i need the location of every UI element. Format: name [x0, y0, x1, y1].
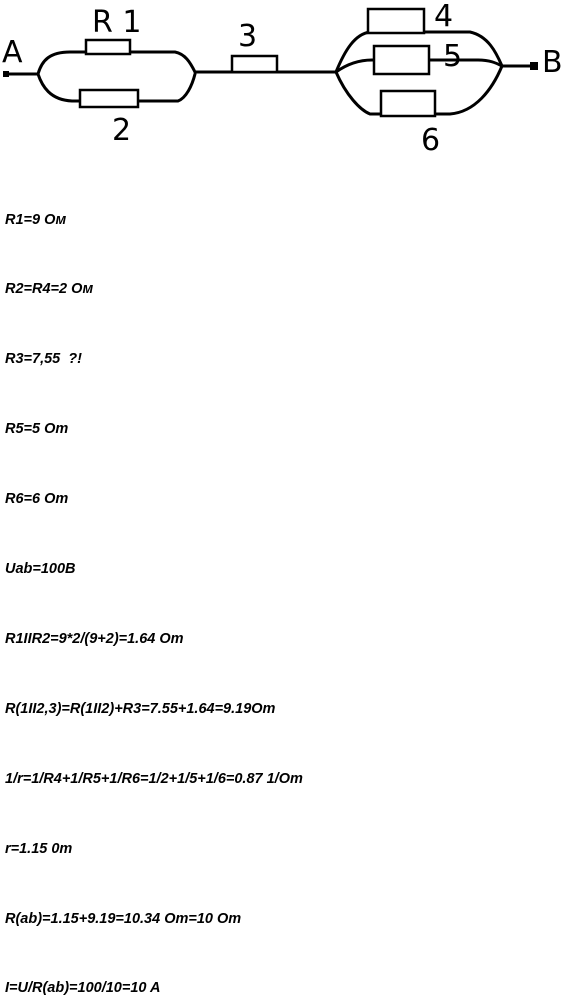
calc-line: R1=9 Ом — [5, 211, 67, 228]
label-node-a: A — [2, 35, 23, 70]
calc-line: Uab=100B — [5, 561, 76, 578]
label-r5: 5 — [443, 39, 462, 74]
label-r6: 6 — [421, 123, 440, 158]
resistor-r1 — [84, 38, 132, 56]
terminal-a — [3, 71, 9, 77]
resistor-r3 — [230, 54, 279, 74]
resistor-r6 — [379, 89, 437, 118]
terminal-b — [530, 62, 538, 70]
calc-line: 1/r=1/R4+1/R5+1/R6=1/2+1/5+1/6=0.87 1/Om — [5, 770, 303, 787]
calc-line: I=U/R(ab)=100/10=10 A — [5, 980, 161, 997]
label-node-b: B — [542, 45, 563, 80]
calc-line: r=1.15 0m — [5, 840, 73, 857]
calc-line: R5=5 Om — [5, 421, 69, 438]
resistor-r2 — [78, 88, 140, 109]
calc-line: R2=R4=2 Ом — [5, 281, 94, 298]
wire-r6-branch — [334, 64, 504, 116]
calc-line: R(1II2,3)=R(1II2)+R3=7.55+1.64=9.19Om — [5, 700, 276, 717]
calc-line: R(ab)=1.15+9.19=10.34 Om=10 Om — [5, 910, 242, 927]
circuit-diagram: A B R 1 2 3 4 5 6 — [2, 0, 563, 158]
label-r2: 2 — [112, 113, 131, 148]
wire-left-top-branch — [36, 50, 197, 76]
calculation-list: R1=9 Ом R2=R4=2 Ом R3=7,55 ?! R5=5 Om R6… — [5, 162, 303, 1000]
label-r1: R 1 — [92, 5, 141, 40]
resistor-r4 — [366, 7, 426, 35]
calc-line: R1IIR2=9*2/(9+2)=1.64 Om — [5, 630, 184, 647]
label-r4: 4 — [434, 0, 453, 34]
resistor-r5 — [372, 44, 431, 76]
label-r3: 3 — [238, 19, 257, 54]
calc-line: R3=7,55 ?! — [5, 351, 82, 368]
